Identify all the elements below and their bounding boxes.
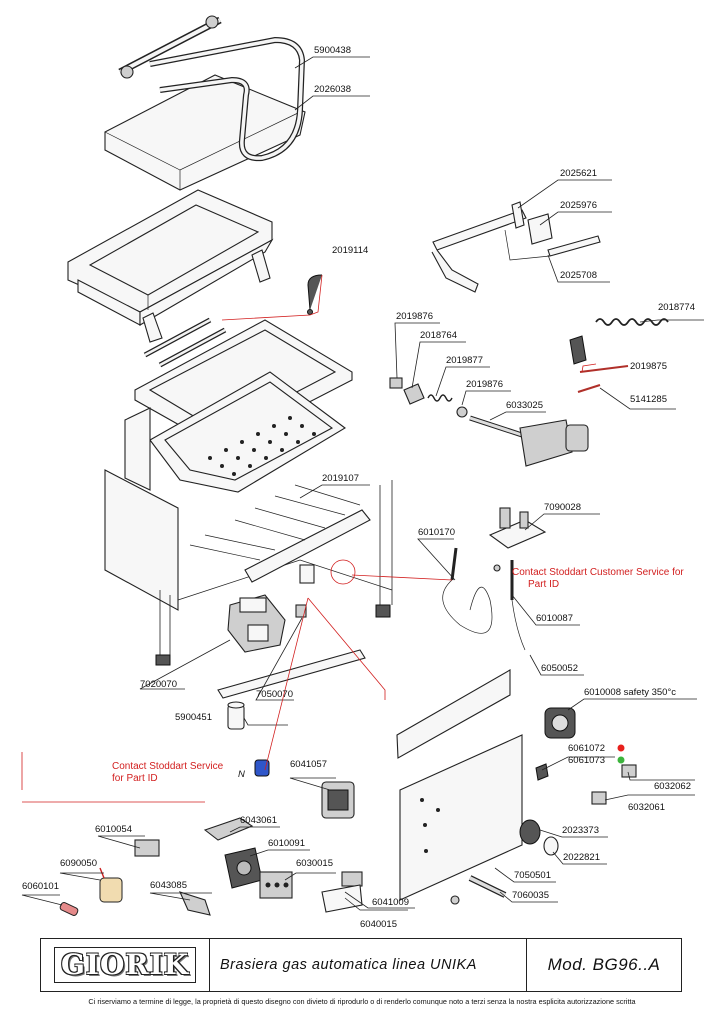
label-6043085: 6043085 xyxy=(150,880,187,891)
holder-6040015 xyxy=(321,884,363,913)
label-2026038: 2026038 xyxy=(314,84,351,95)
cabinet-body xyxy=(104,407,393,699)
label-6010008: 6010008 safety 350°c xyxy=(584,687,676,698)
pan-body xyxy=(67,189,274,343)
fuse-6041009 xyxy=(341,871,363,887)
label-6061072: 6061072 xyxy=(568,743,605,754)
label-2019876-b: 2019876 xyxy=(466,379,503,390)
lid-assembly xyxy=(104,15,306,191)
label-7020070: 7020070 xyxy=(140,679,177,690)
label-7050501: 7050501 xyxy=(514,870,551,881)
label-6060101: 6060101 xyxy=(22,881,59,892)
red-indicator-dot xyxy=(617,744,625,752)
label-6010087: 6010087 xyxy=(536,613,573,624)
terminal-6030015 xyxy=(259,871,293,899)
label-6010170: 6010170 xyxy=(418,527,455,538)
label-7060035: 7060035 xyxy=(512,890,549,901)
service-notes: Contact Stoddart Customer Service for Pa… xyxy=(112,567,684,784)
frame-top xyxy=(134,317,353,449)
label-6010054: 6010054 xyxy=(95,824,132,835)
pilot-assembly xyxy=(442,507,547,651)
leader-lines xyxy=(21,56,704,911)
part-labels: 5900438 2026038 2025621 2025976 2025708 … xyxy=(22,45,695,930)
label-7050070: 7050070 xyxy=(256,689,293,700)
label-2023373: 2023373 xyxy=(562,825,599,836)
service-note-line1: Contact Stoddart Service xyxy=(112,761,224,772)
label-6032062: 6032062 xyxy=(654,781,691,792)
giorik-logo: GIORIK xyxy=(53,947,197,983)
label-7090028: 7090028 xyxy=(544,502,581,513)
label-2018774: 2018774 xyxy=(658,302,695,313)
label-5141285: 5141285 xyxy=(630,394,667,405)
probe-6043085 xyxy=(178,891,211,916)
switch-6043061 xyxy=(203,817,254,841)
service-note-line2: for Part ID xyxy=(112,773,158,784)
fitting-6032061 xyxy=(591,791,607,805)
label-6030015: 6030015 xyxy=(296,858,333,869)
fuse-6060101 xyxy=(59,902,79,916)
transformer-6010091 xyxy=(224,847,263,889)
label-2022821: 2022821 xyxy=(563,852,600,863)
customer-service-note-line2: Part ID xyxy=(528,579,559,590)
label-6010091: 6010091 xyxy=(268,838,305,849)
label-6041009: 6041009 xyxy=(372,897,409,908)
probe-stem xyxy=(307,274,323,315)
label-2019877: 2019877 xyxy=(446,355,483,366)
label-6043061: 6043061 xyxy=(240,815,277,826)
drawing-description: Brasiera gas automatica linea UNIKA xyxy=(210,939,527,991)
label-2019875: 2019875 xyxy=(630,361,667,372)
safety-thermostat xyxy=(544,707,576,739)
callout-circle xyxy=(330,559,356,585)
customer-service-note-line1: Contact Stoddart Customer Service for xyxy=(512,567,684,578)
label-6090050: 6090050 xyxy=(60,858,97,869)
label-5900451: 5900451 xyxy=(175,712,212,723)
spring-assembly xyxy=(569,318,669,394)
green-indicator-dot xyxy=(617,756,625,764)
copyright-disclaimer: Ci riserviamo a termine di legge, la pro… xyxy=(88,997,636,1006)
connector-6041057 xyxy=(321,781,355,819)
knob-2023373 xyxy=(519,819,541,845)
support-frame xyxy=(431,201,601,293)
label-2019876-a: 2019876 xyxy=(396,311,433,322)
label-6040015: 6040015 xyxy=(360,919,397,930)
cylinder-5900451 xyxy=(227,701,245,730)
label-2025976: 2025976 xyxy=(560,200,597,211)
label-2018764: 2018764 xyxy=(420,330,457,341)
label-2019107: 2019107 xyxy=(322,473,359,484)
control-panels xyxy=(396,669,523,901)
red-leader-lines xyxy=(21,274,597,803)
label-6032061: 6032061 xyxy=(628,802,665,813)
clip-7050070 xyxy=(295,604,307,618)
label-6041057: 6041057 xyxy=(290,759,327,770)
basket xyxy=(149,371,346,493)
label-6061073: 6061073 xyxy=(568,755,605,766)
label-2019114: 2019114 xyxy=(332,245,368,256)
label-2025621: 2025621 xyxy=(560,168,597,179)
actuator-assembly xyxy=(389,377,589,467)
gas-valve xyxy=(227,594,286,653)
label-6033025: 6033025 xyxy=(506,400,543,411)
title-block: GIORIK Brasiera gas automatica linea UNI… xyxy=(40,938,682,992)
label-2025708: 2025708 xyxy=(560,270,597,281)
logo-cell: GIORIK xyxy=(41,939,210,991)
label-5900438: 5900438 xyxy=(314,45,351,56)
model-number: Mod. BG96..A xyxy=(547,955,661,974)
n-marker: N xyxy=(238,769,245,780)
relay-6010054 xyxy=(134,839,160,857)
label-6050052: 6050052 xyxy=(541,663,578,674)
knob-2022821 xyxy=(543,836,559,856)
ignition-7060035 xyxy=(450,875,507,905)
clip-6061072 xyxy=(535,763,549,781)
blue-connector xyxy=(254,759,270,777)
